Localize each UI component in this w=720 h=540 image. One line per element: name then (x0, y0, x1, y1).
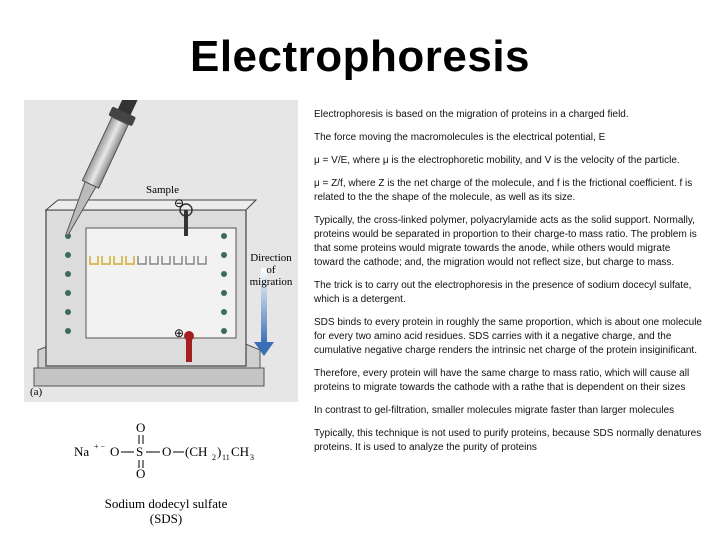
direction-of-migration-label: Direction of migration (240, 252, 302, 288)
right-posts (221, 233, 227, 334)
formula-na: Na (74, 444, 89, 459)
paragraph: The force moving the macromolecules is t… (314, 132, 606, 143)
formula-ch3: CH (231, 444, 249, 459)
paragraph: μ = Z/f, where Z is the net charge of th… (314, 178, 693, 203)
direction-label-line2: of (266, 264, 276, 276)
sds-caption-line1: Sodium dodecyl sulfate (104, 496, 228, 511)
electrophoresis-apparatus-figure: Sample Direction of migration ⊖ ⊕ (a) (24, 100, 298, 402)
paragraph: Typically, the cross-linked polymer, pol… (314, 215, 697, 268)
direction-arrow (254, 268, 274, 356)
body-text: Electrophoresis is based on the migratio… (314, 108, 702, 464)
panel-label: (a) (30, 386, 43, 398)
paragraph: In contrast to gel-filtration, smaller m… (314, 405, 675, 416)
direction-label-line1: Direction (250, 252, 292, 264)
cathode-electrode (179, 203, 193, 236)
formula-sub3: 3 (250, 453, 254, 462)
formula-sub11: 11 (222, 453, 230, 462)
formula-o2: O (162, 444, 171, 459)
direction-label-line3: migration (249, 276, 293, 288)
paragraph: Therefore, every protein will have the s… (314, 368, 690, 393)
formula-charge: + − (94, 442, 106, 451)
sample-wells (89, 256, 207, 265)
formula-close: ) (217, 444, 221, 459)
formula-sub2: 2 (212, 453, 216, 462)
formula-o-top: O (136, 420, 145, 435)
plus-sign: ⊕ (174, 326, 185, 340)
formula-o-bottom: O (136, 466, 145, 480)
anode-electrode (184, 331, 194, 362)
tank-bottom (33, 367, 265, 387)
sds-structural-formula: Na + − O S O O O (CH 2 ) 11 CH 3 (74, 420, 254, 480)
sds-caption: Sodium dodecyl sulfate (SDS) (86, 496, 246, 526)
sds-caption-line2: (SDS) (149, 511, 183, 526)
paragraph: Typically, this technique is not used to… (314, 428, 702, 453)
paragraph: μ = V/E, where μ is the electrophoretic … (314, 155, 680, 166)
paragraph: SDS binds to every protein in roughly th… (314, 317, 702, 356)
sample-label: Sample (146, 184, 179, 196)
paragraph: The trick is to carry out the electropho… (314, 280, 692, 305)
gel-plate (85, 227, 237, 339)
apparatus-drawing (33, 100, 274, 387)
paragraph: Electrophoresis is based on the migratio… (314, 109, 629, 120)
page-title: Electrophoresis (189, 32, 531, 81)
formula-chain: (CH (185, 444, 207, 459)
minus-sign: ⊖ (174, 196, 185, 210)
formula-s: S (136, 444, 143, 459)
pipette (65, 100, 138, 237)
formula-o1: O (110, 444, 119, 459)
